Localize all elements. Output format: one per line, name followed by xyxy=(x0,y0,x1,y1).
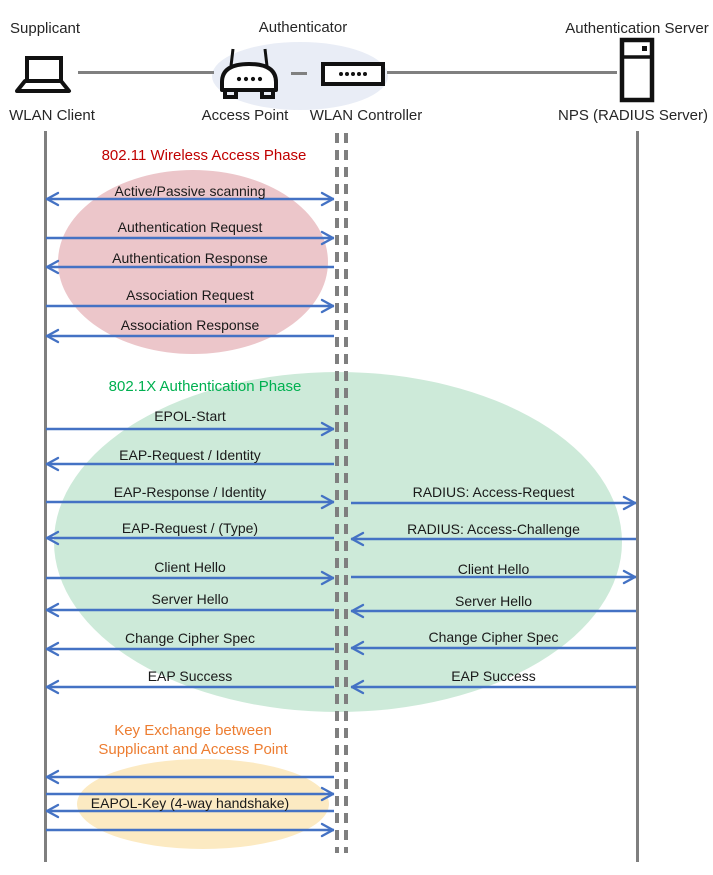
caption-wlan-client: WLAN Client xyxy=(9,107,95,124)
message-arrow xyxy=(45,456,334,472)
message-arrow xyxy=(46,822,335,838)
phase-title-1: 802.1X Authentication Phase xyxy=(108,378,302,395)
message-label: Change Cipher Spec xyxy=(428,629,559,645)
message-arrow xyxy=(45,530,334,546)
message-label: EAP Success xyxy=(451,668,536,684)
phase-ellipse-2 xyxy=(77,759,329,849)
message-arrow xyxy=(351,569,637,585)
message-arrow xyxy=(45,803,334,819)
message-arrow xyxy=(45,259,334,275)
message-arrow xyxy=(46,570,335,586)
message-label: Active/Passive scanning xyxy=(114,183,266,199)
message-label: RADIUS: Access-Challenge xyxy=(407,521,580,537)
message-arrow xyxy=(45,191,335,207)
role-label-authentication-server: Authentication Server xyxy=(565,20,709,37)
caption-wlan-controller: WLAN Controller xyxy=(309,107,423,124)
message-arrow xyxy=(350,640,636,656)
message-label: Server Hello xyxy=(454,593,533,609)
message-arrow xyxy=(350,603,636,619)
role-label-supplicant: Supplicant xyxy=(10,20,81,37)
message-label: Association Response xyxy=(120,317,260,333)
access-point-icon xyxy=(220,48,278,99)
message-label: EPOL-Start xyxy=(154,408,226,424)
message-arrow xyxy=(45,602,334,618)
phase-title-0: 802.11 Wireless Access Phase xyxy=(101,147,307,164)
message-label: Authentication Request xyxy=(117,219,263,235)
message-label: Client Hello xyxy=(457,561,530,577)
message-label: EAP Success xyxy=(147,668,233,684)
message-label: EAP-Response / Identity xyxy=(113,484,267,500)
message-arrow xyxy=(46,494,335,510)
message-arrow xyxy=(45,679,334,695)
lifeline-wlan-client xyxy=(44,131,47,862)
message-label: Association Request xyxy=(126,287,254,303)
message-arrow xyxy=(46,421,335,437)
message-arrow xyxy=(46,786,335,802)
role-label-authenticator: Authenticator xyxy=(258,19,348,36)
lifeline-radius-server xyxy=(636,131,639,862)
connector-ap-controller xyxy=(291,72,307,75)
message-arrow xyxy=(350,531,636,547)
message-arrow xyxy=(45,641,334,657)
message-label: Change Cipher Spec xyxy=(125,630,255,646)
caption-access-point: Access Point xyxy=(201,107,289,124)
laptop-icon xyxy=(15,56,71,93)
wlan-controller-icon xyxy=(321,62,385,86)
server-icon xyxy=(619,37,655,103)
message-arrow xyxy=(45,769,334,785)
message-arrow xyxy=(351,495,637,511)
message-label: EAPOL-Key (4-way handshake) xyxy=(90,795,290,811)
message-arrow xyxy=(46,230,335,246)
message-label: Client Hello xyxy=(154,559,226,575)
lifeline-controller-dashed-left xyxy=(335,133,339,853)
phase-ellipse-0 xyxy=(58,170,328,354)
message-label: RADIUS: Access-Request xyxy=(412,484,575,500)
message-label: Server Hello xyxy=(151,591,229,607)
message-label: EAP-Request / Identity xyxy=(119,447,261,463)
lifeline-controller-dashed-right xyxy=(344,133,348,853)
connector-client-ap xyxy=(78,71,214,74)
caption-nps-radius-server: NPS (RADIUS Server) xyxy=(557,107,709,124)
message-label: Authentication Response xyxy=(112,250,268,266)
message-arrow xyxy=(45,328,334,344)
phase-title-2: Key Exchange between Supplicant and Acce… xyxy=(98,722,288,758)
message-arrow xyxy=(350,679,636,695)
message-label: EAP-Request / (Type) xyxy=(121,520,259,536)
message-arrow xyxy=(46,298,335,314)
connector-controller-server xyxy=(387,71,617,74)
